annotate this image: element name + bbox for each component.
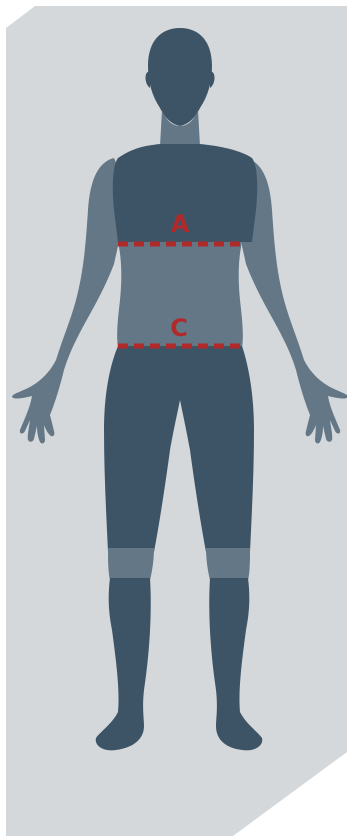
measure-label-c: C: [170, 314, 188, 342]
measure-label-a: A: [171, 210, 190, 238]
knee-right: [206, 548, 250, 580]
knee-left: [108, 548, 154, 580]
